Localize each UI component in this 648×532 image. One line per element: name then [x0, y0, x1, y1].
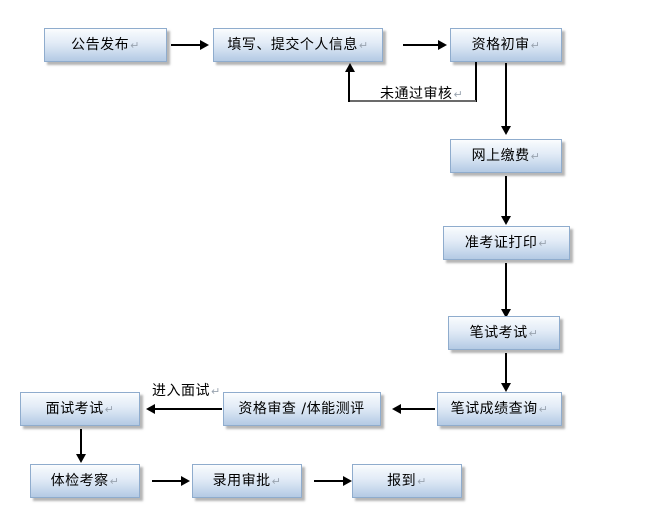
edge-line — [505, 176, 507, 218]
arrow-down-icon — [501, 383, 511, 392]
edge-line — [80, 429, 82, 456]
node-medical-check[interactable]: 体检考察↵ — [30, 464, 140, 498]
edge-line — [403, 44, 441, 46]
return-mark-icon: ↵ — [109, 474, 120, 488]
return-mark-icon: ↵ — [530, 149, 541, 163]
arrow-right-icon — [343, 476, 352, 486]
edge-line — [505, 263, 507, 311]
arrow-down-icon — [501, 216, 511, 225]
edge-line — [348, 72, 350, 102]
edge-label-review-failed-text: 未通过审核 — [380, 86, 453, 102]
node-hiring-approval[interactable]: 录用审批↵ — [192, 464, 302, 498]
edge-label-enter-interview-text: 进入面试 — [152, 383, 210, 399]
return-mark-icon: ↵ — [104, 402, 115, 416]
edge-label-enter-interview: 进入面试↵ — [152, 380, 221, 400]
node-hiring-approval-label: 录用审批 — [212, 473, 271, 489]
node-score-query[interactable]: 笔试成绩查询↵ — [437, 392, 562, 426]
node-announcement[interactable]: 公告发布↵ — [44, 28, 167, 62]
return-mark-icon: ↵ — [528, 326, 539, 340]
edge-label-review-failed: 未通过审核↵ — [380, 83, 463, 103]
return-mark-icon: ↵ — [538, 402, 549, 416]
node-interview-label: 面试考试 — [45, 401, 104, 417]
node-submit-info[interactable]: 填写、提交个人信息↵ — [213, 28, 383, 62]
arrow-down-icon — [501, 126, 511, 135]
return-mark-icon: ↵ — [417, 474, 427, 488]
node-score-query-label: 笔试成绩查询 — [450, 401, 538, 417]
node-announcement-label: 公告发布 — [71, 37, 130, 53]
node-written-exam[interactable]: 笔试考试↵ — [448, 316, 560, 350]
node-qualification-fitness-label: 资格审查 /体能测评 — [238, 401, 365, 417]
node-interview[interactable]: 面试考试↵ — [20, 392, 140, 426]
node-submit-info-label: 填写、提交个人信息 — [227, 37, 358, 53]
return-mark-icon: ↵ — [130, 38, 140, 52]
node-print-ticket-label: 准考证打印 — [464, 235, 538, 251]
arrow-left-icon — [392, 404, 401, 414]
edge-line — [475, 62, 477, 102]
return-mark-icon: ↵ — [538, 236, 549, 250]
edge-line — [171, 44, 203, 46]
arrow-right-icon — [181, 476, 190, 486]
node-online-payment-label: 网上缴费 — [471, 148, 530, 164]
edge-line — [314, 480, 346, 482]
node-prelim-review[interactable]: 资格初审↵ — [450, 28, 562, 62]
node-written-exam-label: 笔试考试 — [469, 325, 528, 341]
edge-line — [397, 408, 435, 410]
arrow-left-icon — [146, 404, 155, 414]
return-mark-icon: ↵ — [358, 38, 369, 52]
arrow-right-icon — [200, 40, 209, 50]
edge-line — [505, 353, 507, 385]
node-online-payment[interactable]: 网上缴费↵ — [450, 139, 562, 173]
node-report-in-label: 报到 — [387, 473, 417, 489]
arrow-right-icon — [438, 40, 447, 50]
node-report-in[interactable]: 报到↵ — [352, 464, 462, 498]
node-medical-check-label: 体检考察 — [50, 473, 109, 489]
return-mark-icon: ↵ — [453, 88, 464, 101]
return-mark-icon: ↵ — [211, 385, 221, 398]
arrow-down-icon — [76, 454, 86, 463]
node-prelim-review-label: 资格初审 — [471, 37, 530, 53]
edge-line — [152, 408, 222, 410]
arrow-up-icon — [345, 63, 355, 72]
node-print-ticket[interactable]: 准考证打印↵ — [443, 226, 570, 260]
return-mark-icon: ↵ — [530, 38, 541, 52]
edge-line — [505, 63, 507, 128]
return-mark-icon: ↵ — [271, 474, 282, 488]
node-qualification-fitness[interactable]: 资格审查 /体能测评 — [223, 392, 381, 426]
edge-line — [152, 480, 184, 482]
